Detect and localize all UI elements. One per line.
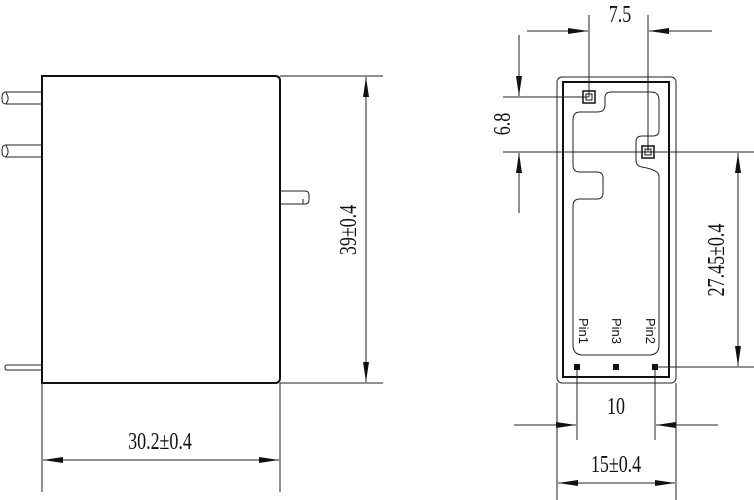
height-dimension-label: 39±0.4 <box>335 204 362 255</box>
housing-inner <box>562 81 670 378</box>
housing-outline <box>556 76 677 384</box>
pin3-label: Pin3 <box>609 318 624 344</box>
pin-pitch-vertical-label: 6.8 <box>489 113 516 135</box>
pin2-label: Pin2 <box>643 318 658 344</box>
side-view: 39±0.4 30.2±0.4 <box>1 75 383 492</box>
width-dimension-label: 30.2±0.4 <box>128 428 192 455</box>
pin-middle <box>1 144 42 158</box>
pcb-contour <box>572 91 660 356</box>
pin-bottom <box>4 364 42 371</box>
bottom-view: Pin1 Pin3 Pin2 7.5 6.8 27.45±0.4 10 15±0… <box>489 1 754 500</box>
pin1-label: Pin1 <box>576 318 591 344</box>
pin-right <box>280 190 310 205</box>
pin-pitch-horizontal-label: 7.5 <box>609 1 631 28</box>
pin-top <box>1 91 42 105</box>
pin1-pad <box>574 364 580 370</box>
bottom-width-label: 15±0.4 <box>591 451 642 478</box>
pin-spacing-label: 10 <box>607 393 625 420</box>
pin-offset-label: 27.45±0.4 <box>703 223 730 296</box>
relay-body <box>41 75 281 384</box>
pin3-pad <box>613 364 619 370</box>
